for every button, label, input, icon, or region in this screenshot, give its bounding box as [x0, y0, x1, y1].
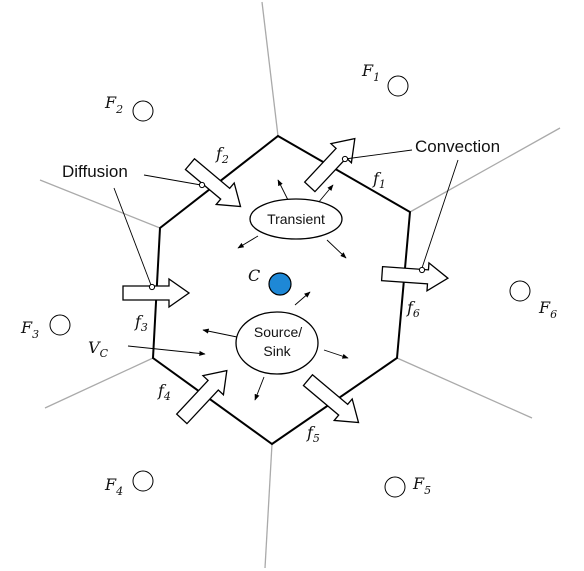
- convection-flux-arrow-f1: [303, 137, 356, 193]
- face-label-f6: f6: [406, 298, 420, 320]
- face-label-f1: f1: [372, 169, 386, 191]
- neighbor-centroid-F2: [132, 100, 154, 122]
- source-label-line1: Source/: [254, 324, 302, 340]
- face-label-f2: f2: [215, 144, 229, 166]
- neighbor-centroid-F5: [384, 476, 406, 498]
- convection-leader-f6: [421, 159, 459, 269]
- transient-label: Transient: [267, 211, 325, 227]
- source-arrow-down-left: [254, 376, 265, 401]
- convection-dot-f6: [418, 266, 426, 274]
- diffusion-flux-arrow-f3: [122, 277, 191, 309]
- convection-flux-arrow-f6: [380, 261, 450, 293]
- neighbor-label-F5: F5: [412, 474, 431, 497]
- face-labels: f1 f2 f3 f4 f5 f6: [134, 144, 420, 445]
- volume-label-sub: C: [100, 347, 109, 360]
- flux-arrow-f4: [175, 369, 228, 425]
- boundary-line-lower-right: [396, 357, 533, 419]
- diffusion-leader-f3: [113, 187, 152, 286]
- face-label-f3: f3: [134, 312, 148, 334]
- neighbor-centroids: [49, 75, 531, 498]
- boundary-line-bottom: [264, 443, 273, 569]
- volume-pointer-arrow: [127, 345, 206, 356]
- neighbor-centroid-F4: [132, 470, 154, 492]
- center-cell-label: C: [248, 266, 260, 285]
- convection-label: Convection: [415, 137, 500, 156]
- diffusion-label: Diffusion: [62, 162, 128, 181]
- volume-label-main: V: [88, 338, 101, 357]
- neighbor-label-F3: F3: [20, 318, 39, 341]
- diffusion-flux-arrow-f2: [184, 157, 242, 208]
- diffusion-dot-f2: [198, 181, 206, 189]
- volume-label: VC: [88, 338, 109, 360]
- face-label-f4: f4: [157, 381, 171, 403]
- flux-arrows: [122, 137, 450, 425]
- transient-arrow-down-left: [237, 235, 259, 249]
- boundary-line-top: [261, 1, 279, 137]
- transient-arrow-up-right: [317, 184, 334, 204]
- boundary-line-upper-left: [39, 179, 161, 229]
- neighbor-centroid-F6: [509, 280, 531, 302]
- boundary-line-lower-left: [44, 357, 154, 409]
- radiating-arrows: [127, 179, 349, 401]
- diffusion-dot-f3: [148, 283, 156, 291]
- center-cell-centroid: [268, 272, 292, 296]
- source-label-line2: Sink: [263, 343, 291, 359]
- neighbor-label-F2: F2: [104, 93, 123, 116]
- transient-arrow-down-right: [326, 239, 347, 259]
- callout-dots: [148, 155, 426, 291]
- neighbor-labels: F1 F2 F3 F4 F5 F6: [20, 61, 557, 498]
- source-arrow-up: [294, 291, 311, 306]
- neighbor-centroid-F3: [49, 314, 71, 336]
- callout-leaders: [113, 149, 459, 286]
- source-arrow-left: [202, 328, 238, 338]
- neighbor-label-F4: F4: [104, 475, 123, 498]
- face-label-f5: f5: [306, 423, 320, 445]
- neighbor-centroid-F1: [387, 75, 409, 97]
- convection-leader-f1: [344, 149, 413, 160]
- neighbor-label-F6: F6: [538, 298, 557, 321]
- boundary-line-upper-right: [409, 127, 561, 213]
- transient-arrow-up-left: [277, 179, 289, 201]
- control-volume-outline: [151, 134, 412, 446]
- neighbor-boundaries: [39, 1, 561, 569]
- transient-bubble: [249, 198, 343, 240]
- convection-dot-f1: [341, 155, 349, 163]
- flux-arrow-f5: [302, 373, 360, 424]
- diffusion-leader-f2: [143, 174, 202, 186]
- neighbor-label-F1: F1: [361, 61, 380, 84]
- source-sink-bubble: [235, 311, 319, 375]
- source-arrow-right: [323, 349, 349, 359]
